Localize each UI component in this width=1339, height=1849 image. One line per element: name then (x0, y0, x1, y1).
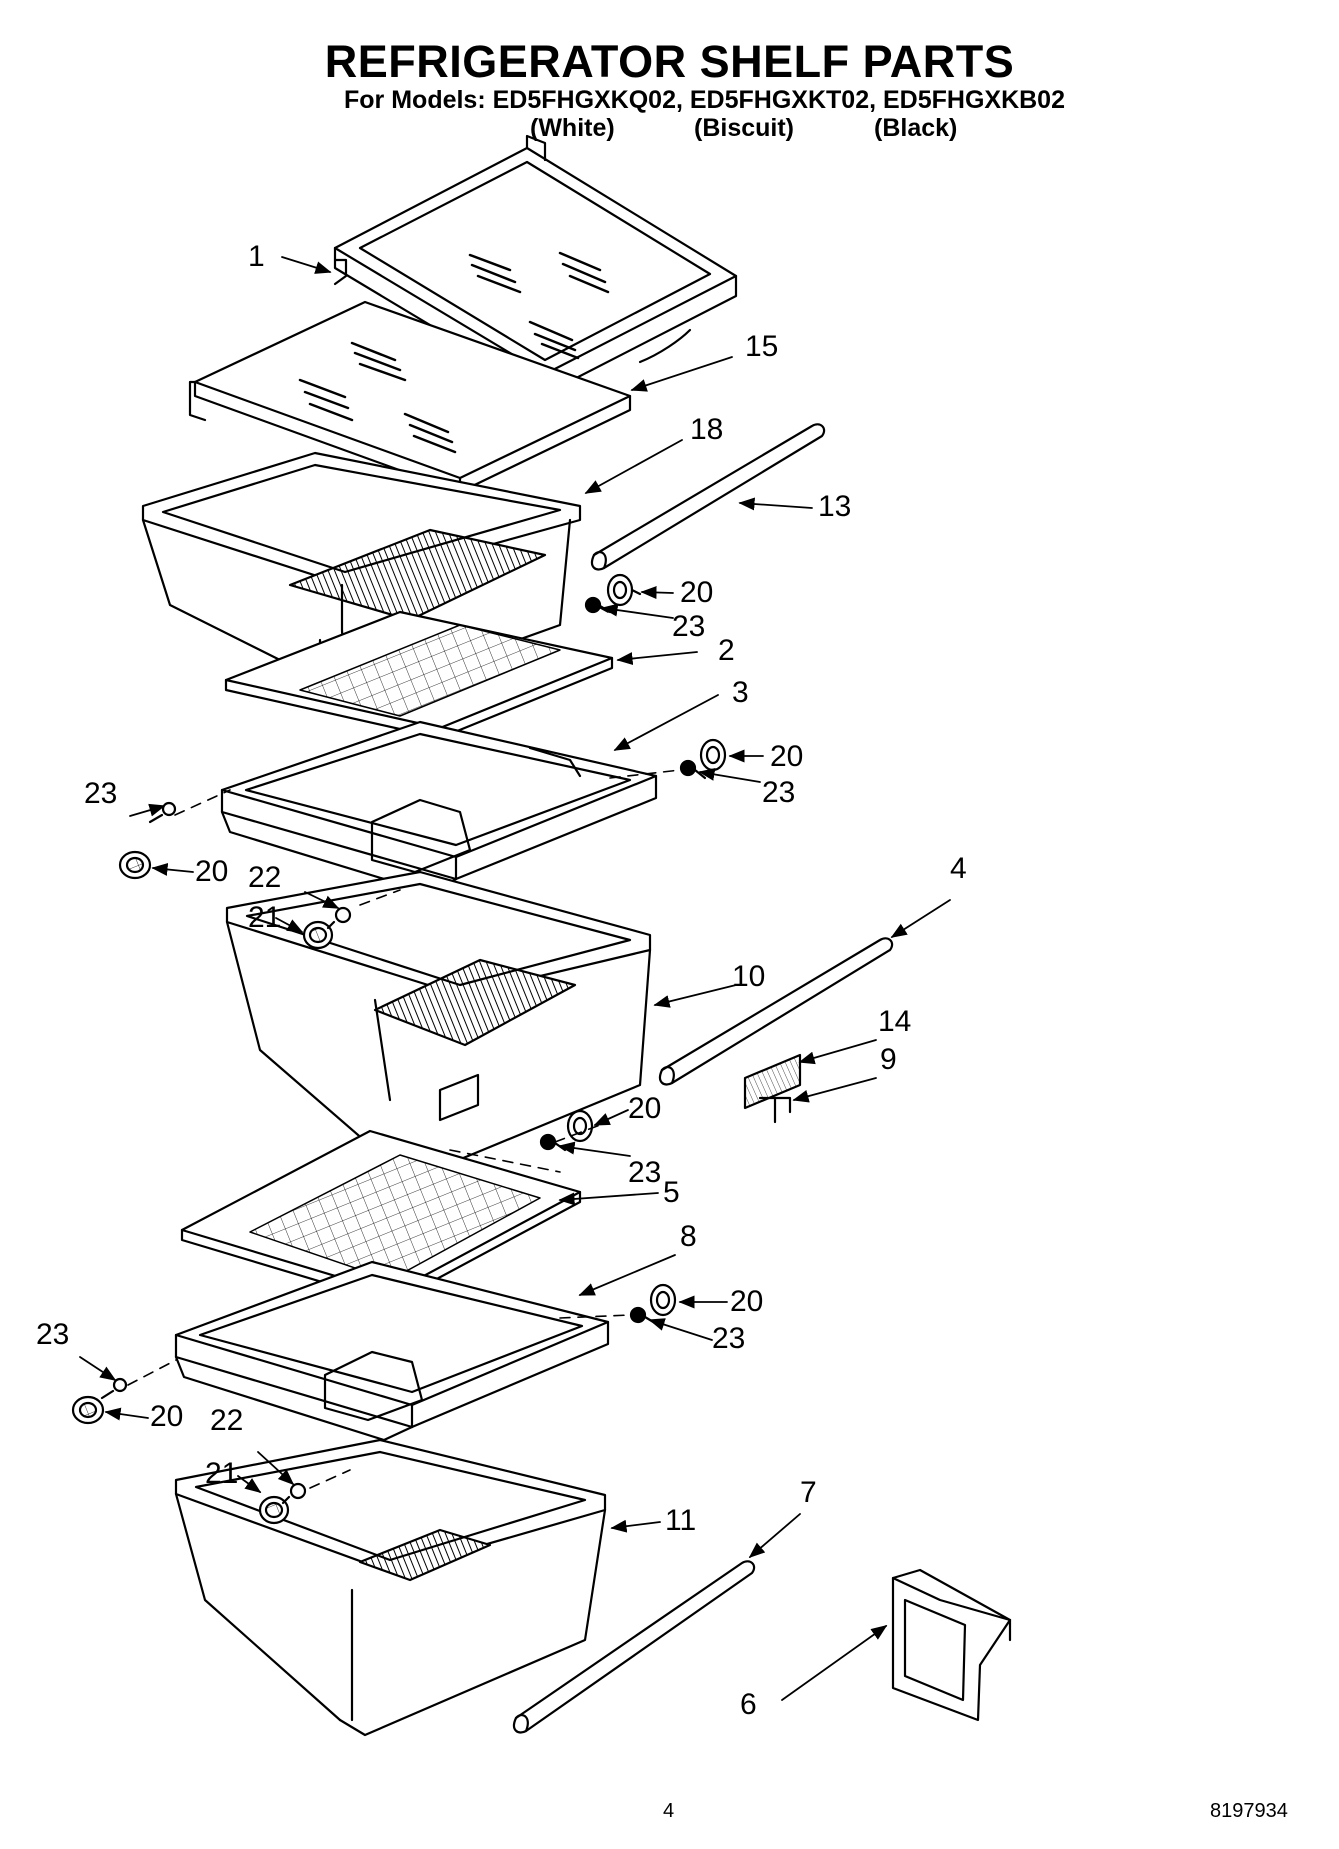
callout-18: 18 (690, 413, 724, 446)
callout-23a: 23 (672, 610, 706, 643)
callout-20d: 20 (628, 1092, 662, 1125)
callout-14: 14 (878, 1005, 912, 1038)
callout-9: 9 (880, 1043, 897, 1076)
callout-20f: 20 (150, 1400, 184, 1433)
color-biscuit-label: (Biscuit) (694, 114, 794, 142)
color-black-label: (Black) (874, 114, 958, 142)
bearing-20a (606, 573, 642, 607)
bearing-21b (258, 1495, 290, 1525)
callout-23d: 23 (628, 1156, 662, 1189)
page-number: 4 (663, 1800, 675, 1822)
callout-21a: 21 (248, 901, 282, 934)
document-number: 8197934 (1210, 1800, 1288, 1822)
callout-7: 7 (800, 1476, 817, 1509)
callout-21b: 21 (205, 1457, 239, 1490)
alignment-lines (127, 604, 681, 1489)
callout-5: 5 (663, 1176, 680, 1209)
callout-10: 10 (732, 960, 766, 993)
callout-15: 15 (745, 330, 779, 363)
callout-8: 8 (680, 1220, 697, 1253)
callout-20e: 20 (730, 1285, 764, 1318)
callout-23e: 23 (712, 1322, 746, 1355)
callout-3: 3 (732, 676, 749, 709)
part-3-frame (220, 720, 658, 895)
part-4-rail (658, 937, 894, 1086)
leader-arrows (79, 256, 951, 1701)
callout-20a: 20 (680, 576, 714, 609)
screw-23b (679, 759, 707, 780)
screw-23d (539, 1133, 567, 1152)
screw-22a (326, 906, 352, 930)
part-11-crisper-drawer (174, 1438, 607, 1737)
callout-23c: 23 (84, 777, 118, 810)
model-list: For Models: ED5FHGXKQ02, ED5FHGXKT02, ED… (344, 86, 1065, 114)
callout-22b: 22 (210, 1404, 244, 1437)
color-white-label: (White) (530, 114, 615, 142)
callout-4: 4 (950, 852, 967, 885)
callout-11: 11 (665, 1504, 697, 1537)
callout-20c: 20 (195, 855, 229, 888)
callout-22a: 22 (248, 861, 282, 894)
part-14-9-clip (743, 1053, 802, 1124)
part-5-glass-shelf (180, 1129, 582, 1305)
callout-2: 2 (718, 634, 735, 667)
callout-6: 6 (740, 1688, 757, 1721)
bearing-20c (118, 850, 152, 880)
callout-13: 13 (818, 490, 852, 523)
bearing-20e (649, 1283, 677, 1317)
part-8-frame (174, 1260, 610, 1442)
callout-23f: 23 (36, 1318, 70, 1351)
callout-20b: 20 (770, 740, 804, 773)
callout-23b: 23 (762, 776, 796, 809)
screw-23a (584, 596, 612, 614)
part-7-rail (512, 1560, 756, 1734)
bearing-20f (71, 1395, 105, 1425)
screw-22b (281, 1482, 307, 1505)
callout-1: 1 (248, 240, 265, 273)
bearing-20b (699, 738, 727, 772)
bearing-21a (302, 920, 334, 950)
page-title: REFRIGERATOR SHELF PARTS (324, 36, 1015, 87)
part-6-bracket (891, 1568, 1012, 1722)
bearing-20d (566, 1109, 594, 1143)
part-2-glass-shelf (224, 610, 614, 740)
part-13-rail (590, 423, 826, 571)
screw-23f (100, 1377, 128, 1400)
